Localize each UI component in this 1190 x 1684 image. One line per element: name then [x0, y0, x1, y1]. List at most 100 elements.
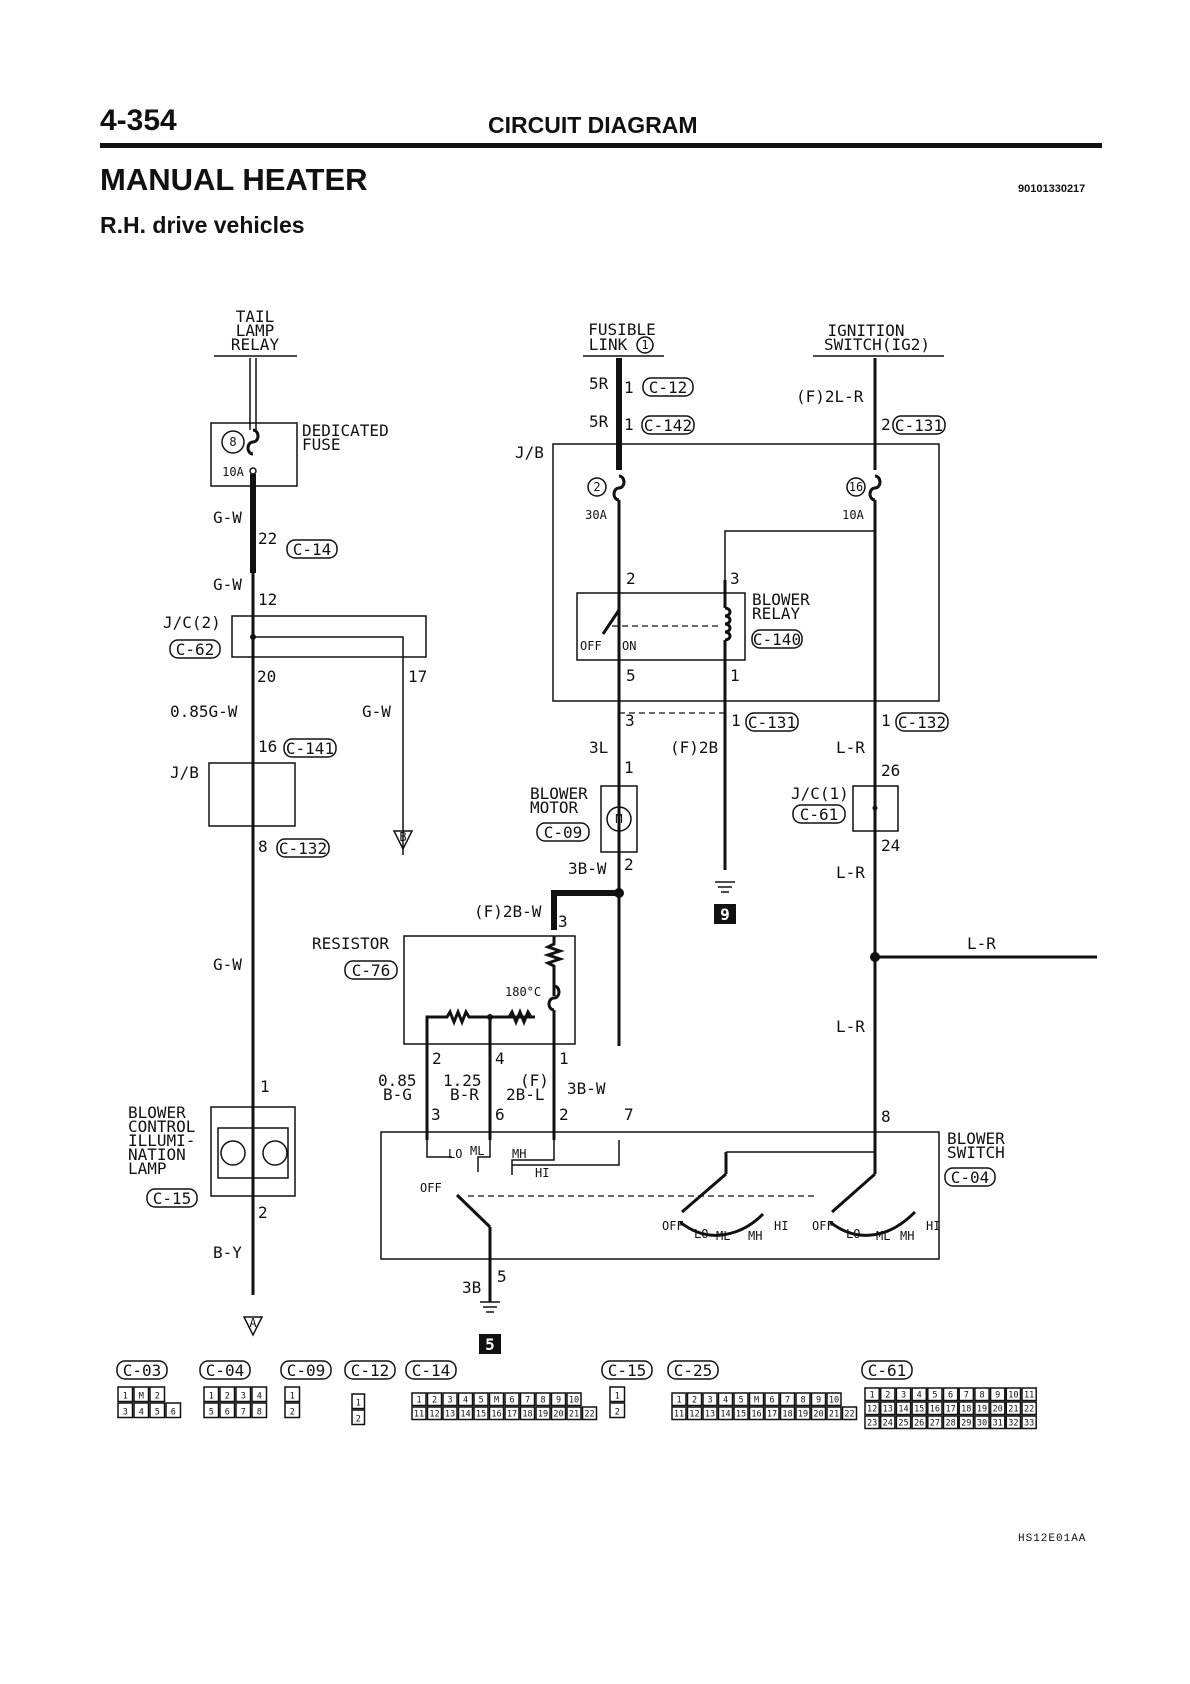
fuse-16-number: 16 [849, 480, 863, 494]
connector-pin-label: 22 [1024, 1405, 1034, 1415]
pin-20: 20 [257, 667, 276, 686]
connector-pin-label: 4 [139, 1408, 144, 1418]
connector-face-cell [504, 1392, 520, 1407]
relay-pin-2: 2 [626, 569, 636, 588]
connector-face-cell [457, 1392, 474, 1407]
connector-face-cell [165, 1402, 182, 1419]
pin-2-c131: 2 [881, 415, 891, 434]
connector-face-cell [733, 1392, 749, 1407]
connector-pin-label: 1 [356, 1399, 361, 1409]
connector-pin-label: 2 [885, 1391, 890, 1401]
connector-face-cell [702, 1392, 718, 1407]
connector-pin-label: 2 [692, 1396, 697, 1406]
illum-lamp-line3: ILLUMI- [128, 1131, 195, 1150]
connector-pin-label: 18 [961, 1405, 971, 1415]
resistor-label: RESISTOR [312, 934, 389, 953]
connector-face-cell [504, 1406, 520, 1421]
pin-12: 12 [258, 590, 277, 609]
connector-pin-label: 3 [241, 1392, 246, 1402]
pin-1-lamp: 1 [260, 1077, 270, 1096]
connector-pin-label: 2 [155, 1392, 160, 1402]
connector-pin-label: 21 [1008, 1405, 1018, 1415]
tail-lamp-relay-line3: RELAY [231, 335, 280, 354]
connector-pin-label: 14 [720, 1410, 730, 1420]
pin-1-c12: 1 [624, 378, 634, 397]
connector-face-cell [942, 1401, 959, 1416]
conn-c04-label: C-04 [951, 1168, 990, 1187]
relay-pin-3: 3 [730, 569, 740, 588]
connector-pin-label: 9 [816, 1396, 821, 1406]
connector-pin-label: 16 [930, 1405, 940, 1415]
connector-face-cell [1005, 1387, 1022, 1402]
relay-on-label: ON [622, 639, 636, 653]
connector-pin-label: 2 [615, 1408, 620, 1418]
wire-3b: 3B [462, 1278, 481, 1297]
connector-pin-label: 15 [736, 1410, 746, 1420]
conn-c76-label: C-76 [352, 961, 391, 980]
legend-c14: C-14 [412, 1361, 451, 1380]
jb-label-center: J/B [515, 443, 544, 462]
connector-face-cell [989, 1387, 1006, 1402]
connector-face-cell [748, 1406, 765, 1421]
sw-hi-2: HI [774, 1219, 788, 1233]
connector-pin-label: 2 [290, 1408, 295, 1418]
conn-c62-label: C-62 [176, 640, 215, 659]
connector-pin-label: 6 [948, 1391, 953, 1401]
wire-f-prefix: (F) [520, 1071, 549, 1090]
connector-pin-label: 18 [782, 1410, 792, 1420]
connector-pin-label: 8 [979, 1391, 984, 1401]
connector-face-cell [535, 1406, 551, 1421]
connector-face-cell [911, 1415, 928, 1430]
sw-ml-3: ML [876, 1229, 890, 1243]
legend-c25: C-25 [674, 1361, 713, 1380]
connector-pin-label: 5 [932, 1391, 937, 1401]
connector-face-cell [911, 1387, 928, 1402]
connector-pin-label: 7 [785, 1396, 790, 1406]
connector-pin-label: 19 [977, 1405, 987, 1415]
page-title: MANUAL HEATER [100, 162, 368, 197]
connector-face-cell [426, 1392, 443, 1407]
connector-pin-label: 15 [476, 1410, 486, 1420]
ignition-switch-source: IGNITION SWITCH(IG2) [813, 321, 944, 357]
connector-face-cell [473, 1392, 489, 1407]
connector-face-cell [927, 1415, 943, 1430]
connector-face-cell [117, 1386, 134, 1403]
connector-face-cell [251, 1386, 268, 1403]
illum-lamp-line1: BLOWER [128, 1103, 186, 1122]
legend-c15: C-15 [608, 1361, 647, 1380]
connector-face-cell [235, 1386, 252, 1403]
motor-symbol: M [615, 812, 622, 826]
connector-pin-label: M [494, 1396, 499, 1406]
connector-pin-label: 8 [257, 1408, 262, 1418]
connector-pin-label: 3 [123, 1408, 128, 1418]
connector-pin-label: 1 [615, 1392, 620, 1402]
relay-off-label: OFF [580, 639, 602, 653]
connector-pin-label: 31 [993, 1419, 1003, 1429]
conn-c131-top: C-131 [895, 416, 943, 435]
connector-pin-label: 11 [674, 1410, 684, 1420]
connector-pin-label: 13 [705, 1410, 715, 1420]
connector-pin-label: 33 [1024, 1419, 1034, 1429]
connector-pin-label: 7 [525, 1396, 530, 1406]
blower-switch: BLOWER SWITCH C-04 LO ML MH HI OFF OFF L… [380, 1129, 1005, 1354]
pin-2-lamp: 2 [258, 1203, 268, 1222]
wire-gw-3: G-W [362, 702, 391, 721]
jc1-label: J/C(1) [791, 784, 849, 803]
connector-pin-label: 32 [1008, 1419, 1018, 1429]
connector-face-cell [810, 1392, 827, 1407]
connector-face-cell [251, 1402, 268, 1419]
connector-pin-label: 9 [995, 1391, 1000, 1401]
connector-face-cell [581, 1406, 598, 1421]
pin-7-switch: 7 [624, 1105, 634, 1124]
wire-5r-2: 5R [589, 412, 609, 431]
connector-face-cell [1021, 1401, 1037, 1416]
connector-face-cell [566, 1406, 582, 1421]
connector-face-cell [609, 1386, 626, 1403]
connector-face-cell [671, 1406, 687, 1421]
connector-face-cell [133, 1402, 150, 1419]
connector-face-cell [1021, 1387, 1037, 1402]
connector-face-cell [764, 1392, 780, 1407]
jb-label-left: J/B [170, 763, 199, 782]
pin-1-c132: 1 [881, 711, 891, 730]
legend-c04: C-04 [206, 1361, 245, 1380]
